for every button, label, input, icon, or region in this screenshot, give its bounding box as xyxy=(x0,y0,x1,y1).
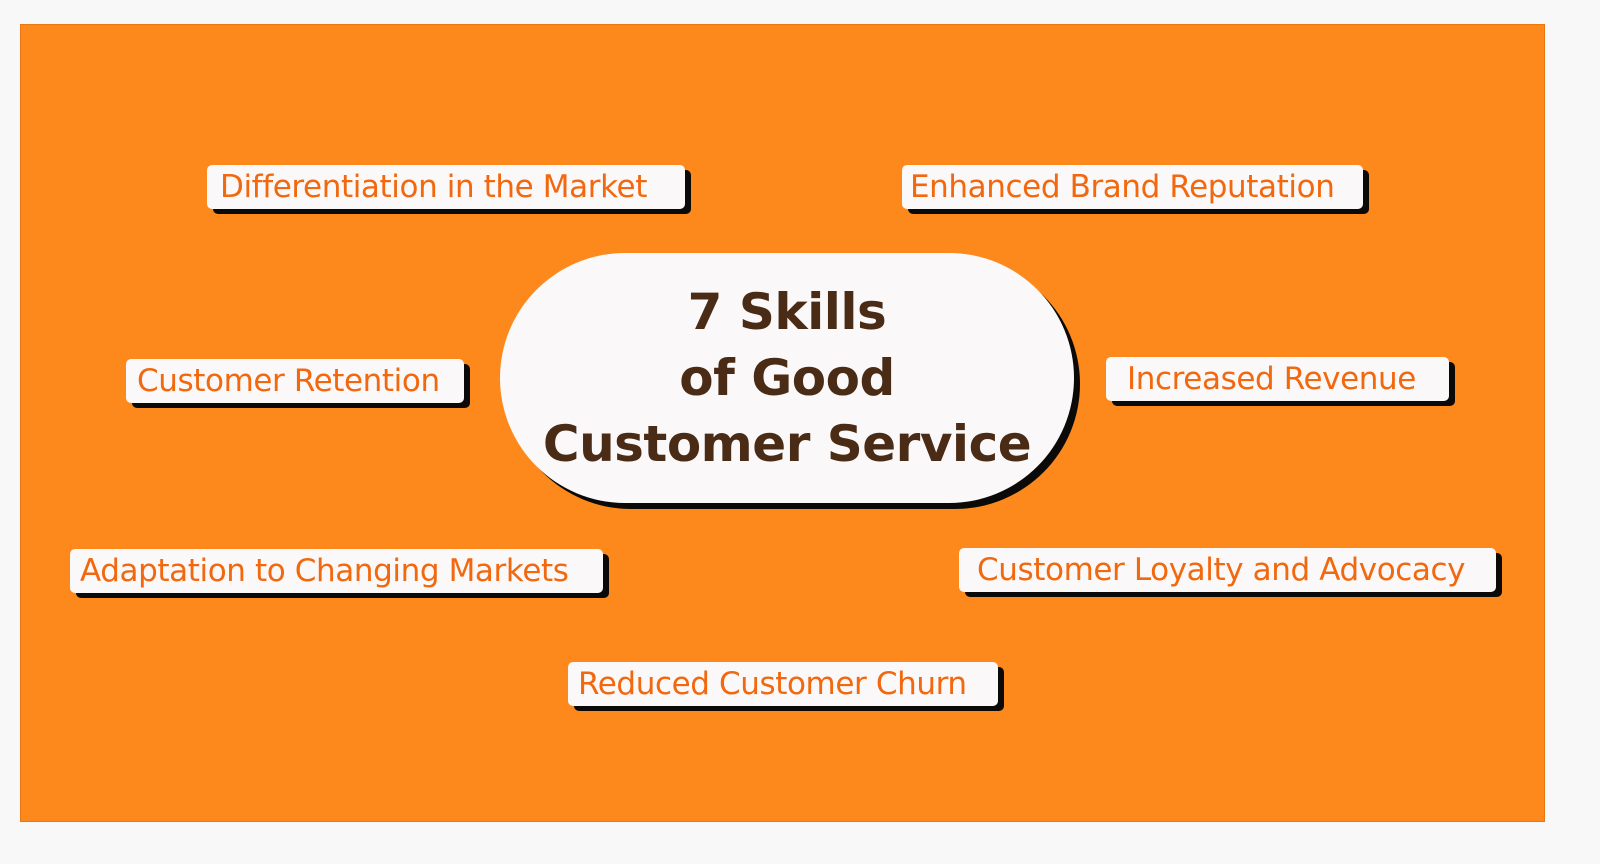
node-customer-loyalty-and-advocacy: Customer Loyalty and Advocacy xyxy=(959,548,1496,592)
node-increased-revenue: Increased Revenue xyxy=(1106,357,1449,401)
node-reduced-customer-churn: Reduced Customer Churn xyxy=(568,662,998,706)
central-topic-title: 7 Skills of Good Customer Service xyxy=(542,279,1032,477)
node-adaptation-to-changing-markets: Adaptation to Changing Markets xyxy=(70,549,603,593)
central-title-line-1: 7 Skills xyxy=(687,283,887,341)
node-label: Customer Retention xyxy=(137,363,440,399)
node-label: Enhanced Brand Reputation xyxy=(910,169,1335,205)
central-title-line-2: of Good xyxy=(679,349,895,407)
node-customer-retention: Customer Retention xyxy=(126,359,464,403)
node-differentiation-in-the-market: Differentiation in the Market xyxy=(207,165,685,209)
node-label: Differentiation in the Market xyxy=(220,169,647,205)
node-label: Customer Loyalty and Advocacy xyxy=(977,552,1466,588)
node-enhanced-brand-reputation: Enhanced Brand Reputation xyxy=(902,165,1363,209)
node-label: Reduced Customer Churn xyxy=(578,666,967,702)
central-title-line-3: Customer Service xyxy=(542,415,1032,473)
central-topic-pill: 7 Skills of Good Customer Service xyxy=(500,253,1074,503)
node-label: Adaptation to Changing Markets xyxy=(80,553,569,589)
node-label: Increased Revenue xyxy=(1127,361,1416,397)
